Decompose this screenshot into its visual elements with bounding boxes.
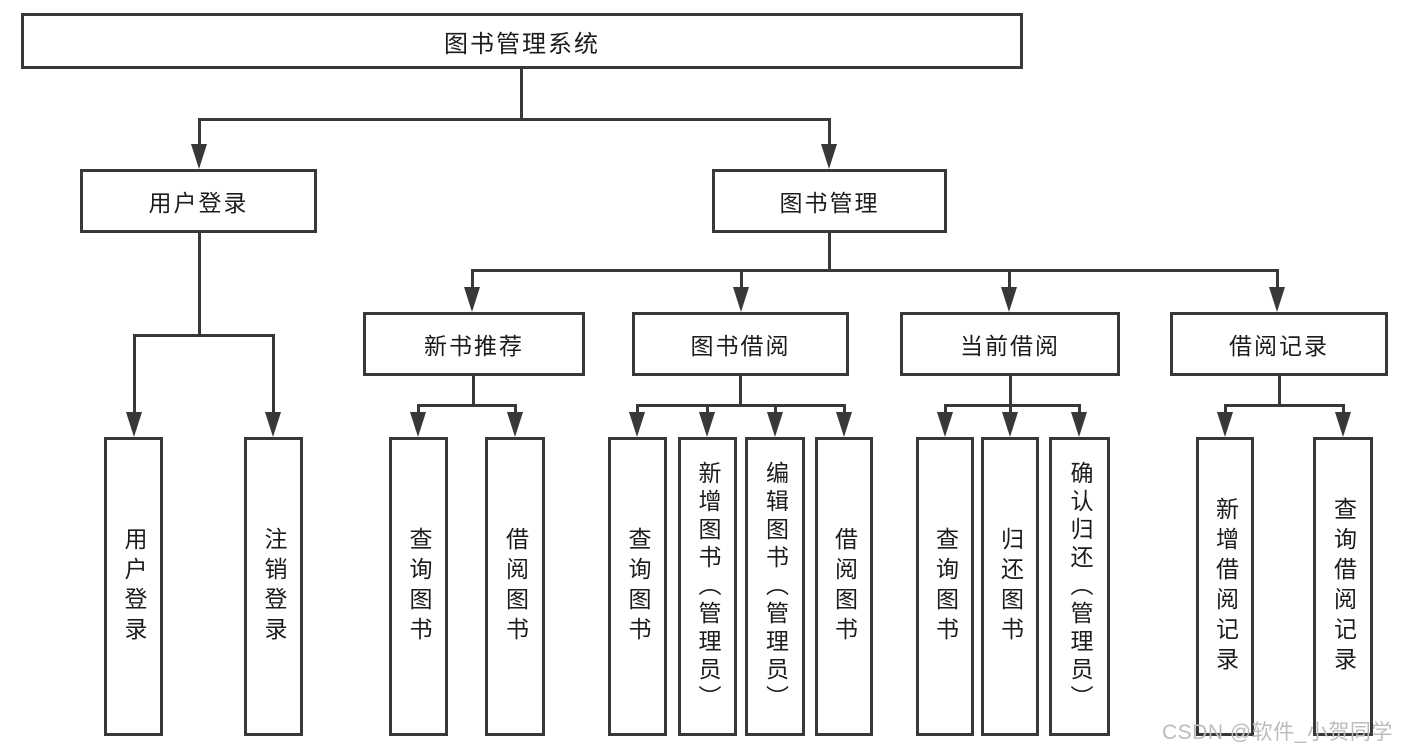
node-book-management: 图书管理: [712, 169, 947, 233]
leaf-borrow-edit-books-admin: 编辑图书（管理员）: [745, 437, 805, 736]
csdn-watermark: CSDN @软件_小贺同学: [1162, 721, 1393, 744]
leaf-current-return-books: 归还图书: [981, 437, 1039, 736]
connector-line: [1078, 406, 1081, 415]
connector-line: [774, 406, 777, 415]
connector-line: [133, 334, 275, 337]
leaf-borrow-add-books-admin: 新增图书（管理员）: [678, 437, 737, 736]
leaf-records-query: 查询借阅记录: [1313, 437, 1373, 736]
node-root-library-system: 图书管理系统: [21, 13, 1023, 69]
arrowhead-down-icon: [191, 144, 207, 169]
connector-line: [1278, 376, 1281, 406]
leaf-borrow-query-books: 查询图书: [608, 437, 667, 736]
arrowhead-down-icon: [733, 287, 749, 312]
connector-line: [417, 406, 420, 415]
connector-line: [472, 376, 475, 406]
connector-line: [198, 233, 201, 336]
connector-line: [706, 406, 709, 415]
node-book-borrow: 图书借阅: [632, 312, 849, 376]
leaf-records-add: 新增借阅记录: [1196, 437, 1254, 736]
connector-line: [471, 271, 474, 291]
arrowhead-down-icon: [836, 412, 852, 437]
connector-line: [1009, 406, 1012, 415]
connector-line: [272, 336, 275, 415]
arrowhead-down-icon: [937, 412, 953, 437]
connector-line: [514, 406, 517, 415]
arrowhead-down-icon: [821, 144, 837, 169]
connector-line: [1224, 404, 1345, 407]
leaf-newbook-borrow-books: 借阅图书: [485, 437, 545, 736]
arrowhead-down-icon: [1335, 412, 1351, 437]
connector-line: [1008, 271, 1011, 291]
arrowhead-down-icon: [126, 412, 142, 437]
arrowhead-down-icon: [629, 412, 645, 437]
arrowhead-down-icon: [699, 412, 715, 437]
arrowhead-down-icon: [767, 412, 783, 437]
arrowhead-down-icon: [1269, 287, 1285, 312]
connector-line: [739, 376, 742, 406]
connector-line: [133, 336, 136, 415]
connector-line: [944, 406, 947, 415]
arrowhead-down-icon: [507, 412, 523, 437]
arrowhead-down-icon: [464, 287, 480, 312]
node-new-book-recommend: 新书推荐: [363, 312, 585, 376]
connector-line: [417, 404, 517, 407]
arrowhead-down-icon: [1002, 412, 1018, 437]
connector-line: [636, 406, 639, 415]
connector-line: [198, 120, 201, 147]
arrowhead-down-icon: [410, 412, 426, 437]
leaf-newbook-query-books: 查询图书: [389, 437, 448, 736]
connector-line: [1342, 406, 1345, 415]
connector-line: [520, 69, 523, 120]
connector-line: [843, 406, 846, 415]
connector-line: [828, 120, 831, 147]
connector-line: [198, 118, 831, 121]
arrowhead-down-icon: [265, 412, 281, 437]
connector-line: [944, 404, 1081, 407]
arrowhead-down-icon: [1217, 412, 1233, 437]
connector-line: [740, 271, 743, 291]
leaf-user-login: 用户登录: [104, 437, 163, 736]
leaf-borrow-borrow-books: 借阅图书: [815, 437, 873, 736]
node-borrow-records: 借阅记录: [1170, 312, 1388, 376]
leaf-current-query-books: 查询图书: [916, 437, 974, 736]
node-current-borrow: 当前借阅: [900, 312, 1120, 376]
arrowhead-down-icon: [1001, 287, 1017, 312]
connector-line: [1276, 271, 1279, 291]
connector-line: [1224, 406, 1227, 415]
node-user-login: 用户登录: [80, 169, 317, 233]
leaf-logout: 注销登录: [244, 437, 303, 736]
connector-line: [828, 233, 831, 271]
leaf-current-confirm-return-admin: 确认归还（管理员）: [1049, 437, 1110, 736]
connector-line: [1009, 376, 1012, 406]
connector-line: [636, 404, 846, 407]
arrowhead-down-icon: [1071, 412, 1087, 437]
connector-line: [471, 269, 1279, 272]
